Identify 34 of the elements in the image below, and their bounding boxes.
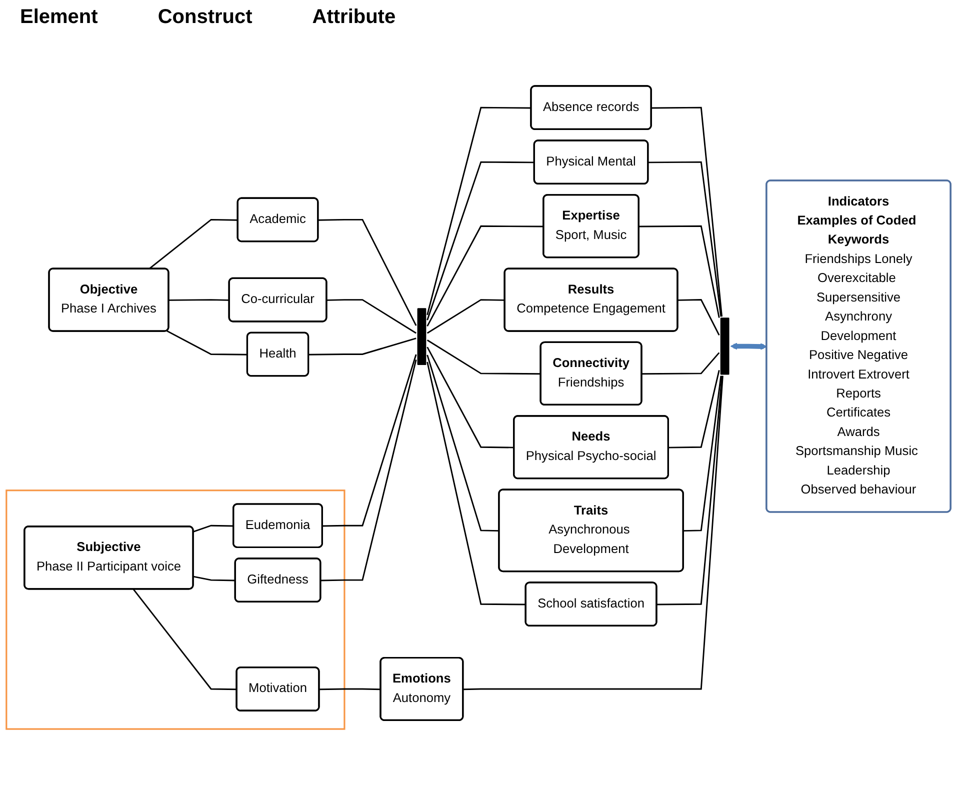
connector [148,218,238,270]
cluster [6,490,346,730]
connector [193,576,236,582]
connector [426,299,505,334]
connector [322,354,417,527]
connector [319,688,381,690]
connector [678,299,720,336]
connector [426,354,500,532]
connector [308,338,416,356]
connector [684,376,722,532]
connector [193,524,234,532]
connector [326,299,416,334]
connector [426,346,514,448]
connector [652,106,723,317]
connector [668,370,720,448]
arrow [730,342,768,350]
connector [320,360,417,582]
connector [463,376,724,690]
connector [318,218,417,326]
connector [642,352,720,375]
connector [639,225,720,318]
connector [426,340,541,375]
connector [168,299,230,301]
connector [426,225,544,326]
column-heading: Element [20,6,98,29]
connector [648,161,722,317]
connector [426,106,532,316]
column-heading: Attribute [312,6,396,29]
column-heading: Construct [158,6,252,29]
connector [426,161,535,320]
connector [166,330,248,356]
connector [132,588,237,690]
connector [426,362,526,606]
connector [656,376,723,606]
